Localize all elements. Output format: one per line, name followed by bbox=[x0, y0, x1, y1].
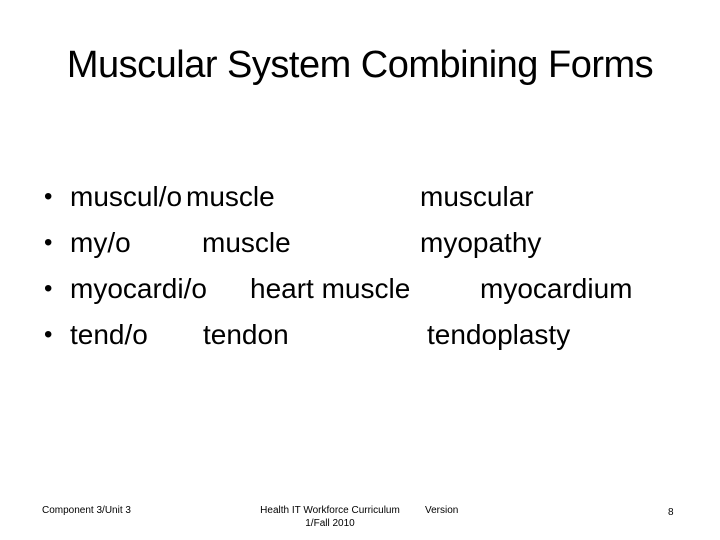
slide-footer: Component 3/Unit 3 Health IT Workforce C… bbox=[0, 500, 720, 532]
meaning-text: tendon bbox=[203, 319, 289, 350]
footer-curriculum-line2: 1/Fall 2010 bbox=[305, 518, 355, 529]
combining-form-text: my/o bbox=[70, 227, 131, 258]
example-term-text: myopathy bbox=[420, 227, 542, 258]
example-term-text: tendoplasty bbox=[427, 319, 571, 350]
footer-curriculum-line1: Health IT Workforce Curriculum bbox=[260, 505, 400, 516]
bullet-icon: • bbox=[44, 229, 53, 256]
combining-form-text: tend/o bbox=[70, 319, 148, 350]
footer-page-number: 8 bbox=[668, 507, 674, 518]
bullet-icon: • bbox=[44, 321, 53, 348]
footer-component-label: Component 3/Unit 3 bbox=[42, 505, 131, 516]
bullet-row: • my/o muscle myopathy bbox=[0, 220, 720, 266]
example-term-text: myocardium bbox=[480, 273, 633, 304]
footer-version-label: Version bbox=[425, 505, 459, 516]
slide-title: Muscular System Combining Forms bbox=[66, 44, 654, 86]
meaning-text: muscle bbox=[202, 227, 291, 258]
combining-form-text: muscul/o bbox=[70, 181, 183, 212]
example-term-text: muscular bbox=[420, 181, 534, 212]
footer-curriculum-block: Health IT Workforce Curriculum 1/Fall 20… bbox=[230, 504, 430, 530]
meaning-text: muscle bbox=[186, 181, 275, 212]
bullet-icon: • bbox=[44, 275, 53, 302]
bullet-row: • muscul/o muscle muscular bbox=[0, 174, 720, 220]
combining-form-text: myocardi/o bbox=[70, 273, 207, 304]
meaning-text: heart muscle bbox=[250, 273, 411, 304]
bullet-icon: • bbox=[44, 183, 53, 210]
bullet-row: • tend/o tendon tendoplasty bbox=[0, 312, 720, 358]
bullet-row: • myocardi/o heart muscle myocardium bbox=[0, 266, 720, 312]
